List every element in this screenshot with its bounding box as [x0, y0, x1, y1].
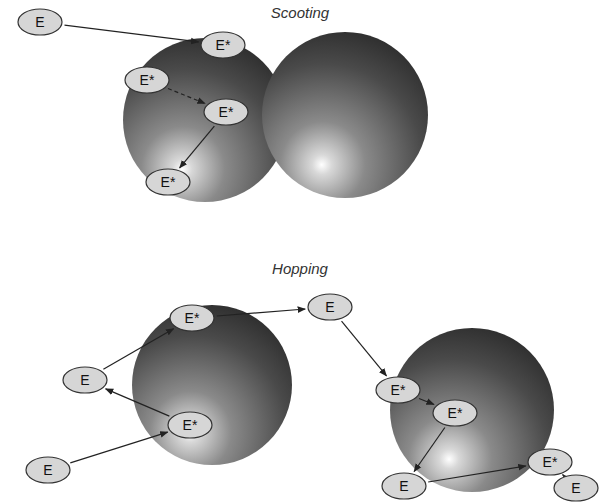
enzyme-ellipse: E*: [375, 376, 421, 404]
enzyme-label: E: [307, 293, 353, 321]
transfer-arrow: [106, 389, 170, 416]
vesicle-sphere: [132, 305, 292, 465]
enzyme-ellipse: E: [62, 366, 108, 394]
enzyme-ellipse: E*: [167, 411, 213, 439]
enzyme-label: E*: [527, 448, 573, 476]
enzyme-label: E: [62, 366, 108, 394]
enzyme-ellipse: E: [17, 8, 63, 36]
enzyme-label: E*: [200, 31, 246, 59]
enzyme-label: E*: [145, 168, 191, 196]
enzyme-ellipse: E: [553, 474, 599, 502]
enzyme-label: E: [17, 8, 63, 36]
enzyme-label: E: [381, 472, 427, 500]
enzyme-label: E*: [169, 304, 215, 332]
enzyme-label: E*: [167, 411, 213, 439]
enzyme-ellipse: E: [381, 472, 427, 500]
section-heading: Scooting: [271, 4, 329, 21]
transfer-arrow: [70, 432, 167, 463]
enzyme-label: E: [553, 474, 599, 502]
transfer-arrow: [428, 466, 526, 482]
enzyme-ellipse: E*: [169, 304, 215, 332]
enzyme-label: E*: [124, 66, 170, 94]
enzyme-ellipse: E: [307, 293, 353, 321]
transfer-arrow: [342, 321, 387, 376]
enzyme-ellipse: E*: [200, 31, 246, 59]
enzyme-ellipse: E*: [527, 448, 573, 476]
transfer-arrow: [168, 89, 205, 104]
transfer-arrow: [414, 428, 445, 472]
section-heading: Hopping: [272, 260, 328, 277]
transfer-arrow: [180, 126, 215, 168]
enzyme-ellipse: E*: [203, 98, 249, 126]
enzyme-label: E*: [432, 399, 478, 427]
enzyme-label: E*: [375, 376, 421, 404]
transfer-arrow: [562, 474, 564, 476]
transfer-arrow: [419, 398, 434, 404]
enzyme-label: E*: [203, 98, 249, 126]
vesicle-sphere: [262, 32, 428, 198]
enzyme-ellipse: E*: [432, 399, 478, 427]
enzyme-ellipse: E*: [124, 66, 170, 94]
transfer-arrow: [217, 309, 305, 316]
transfer-arrow: [65, 25, 199, 42]
enzyme-ellipse: E*: [145, 168, 191, 196]
transfer-arrow: [103, 329, 173, 370]
enzyme-ellipse: E: [25, 456, 71, 484]
enzyme-label: E: [25, 456, 71, 484]
